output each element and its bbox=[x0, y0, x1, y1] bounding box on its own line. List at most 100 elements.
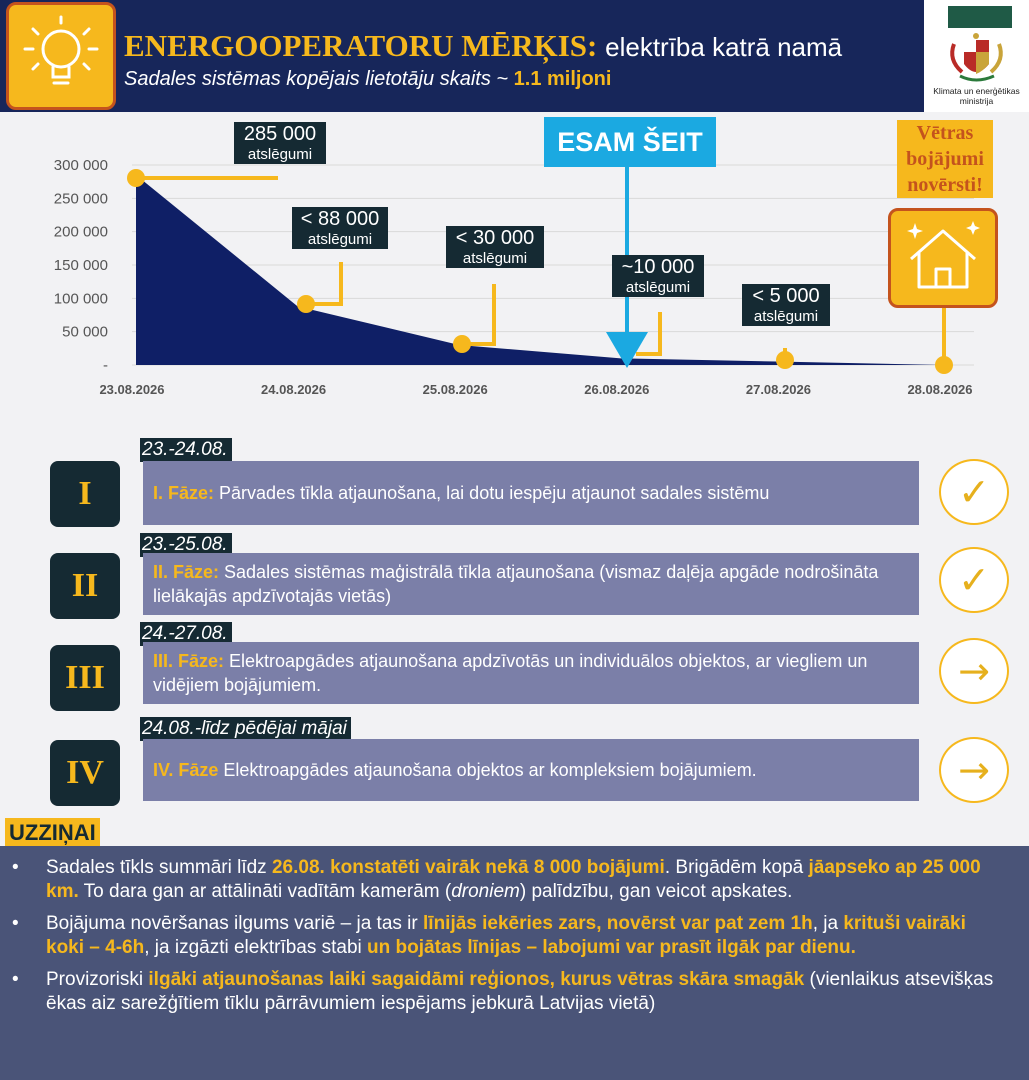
phase-1-text: Pārvades tīkla atjaunošana, lai dotu ies… bbox=[219, 483, 770, 503]
info-item-1: Sadales tīkls summāri līdz 26.08. konsta… bbox=[12, 856, 1005, 904]
y-tick-label: 200 000 bbox=[54, 224, 108, 241]
phase-3-numeral: III bbox=[50, 645, 120, 711]
info-highlight: līnijās iekēries zars, novērst var pat z… bbox=[423, 913, 813, 934]
bulb-badge bbox=[6, 2, 116, 110]
x-tick-label: 24.08.2026 bbox=[261, 382, 326, 397]
title-sub: elektrība katrā namā bbox=[605, 32, 843, 62]
phase-2-numeral: II bbox=[50, 553, 120, 619]
x-tick-label: 26.08.2026 bbox=[584, 382, 649, 397]
phase-3-text: Elektroapgādes atjaunošana apdzīvotās un… bbox=[153, 651, 868, 695]
info-text: (vienlaikus atsevišķas ēkas aiz sarežģīt… bbox=[46, 969, 994, 1014]
phase-2-text: Sadales sistēmas maģistrālā tīkla atjaun… bbox=[153, 562, 879, 606]
annotation-unit: atslēgumi bbox=[462, 250, 528, 267]
phase-4-text: Elektroapgādes atjaunošana objektos ar k… bbox=[223, 760, 757, 780]
y-tick-label: 300 000 bbox=[54, 157, 108, 174]
data-point bbox=[297, 295, 315, 313]
storm-repaired-line: novērsti! bbox=[907, 174, 983, 196]
info-text: , ja bbox=[812, 913, 844, 934]
phase-1-date: 23.-24.08. bbox=[140, 438, 232, 462]
info-text: , ja izgāzti elektrības stabi bbox=[144, 937, 368, 958]
info-italic: droniem bbox=[451, 881, 520, 902]
x-tick-label: 27.08.2026 bbox=[746, 382, 811, 397]
phase-4-label: IV. Fāze bbox=[153, 760, 219, 780]
annotation-unit: atslēgumi bbox=[625, 279, 691, 296]
phase-3-bar: III. Fāze: Elektroapgādes atjaunošana ap… bbox=[143, 642, 919, 704]
checkmark-icon: ✓ bbox=[939, 547, 1009, 613]
phase-1-bar: I. Fāze: Pārvades tīkla atjaunošana, lai… bbox=[143, 461, 919, 525]
annotation-value: < 88 000 bbox=[300, 208, 380, 230]
info-text: Bojājuma novēršanas ilgums variē – ja ta… bbox=[46, 913, 424, 934]
phase-1-numeral: I bbox=[50, 461, 120, 527]
phase-4-date: 24.08.-līdz pēdējai mājai bbox=[140, 717, 351, 741]
data-points bbox=[127, 169, 953, 374]
ministry-name: Klimata un enerģētikas ministrija bbox=[933, 86, 1020, 106]
ministry-flag-bar bbox=[948, 6, 1012, 28]
arrow-right-icon: → bbox=[939, 737, 1009, 803]
phase-4-bar: IV. Fāze Elektroapgādes atjaunošana obje… bbox=[143, 739, 919, 801]
phase-1-label: I. Fāze: bbox=[153, 483, 215, 503]
annotation-unit: atslēgumi bbox=[247, 146, 313, 163]
data-point bbox=[776, 351, 794, 369]
annotation-label-0: 285 000 atslēgumi bbox=[234, 122, 326, 164]
house-badge bbox=[888, 208, 998, 308]
annotation-label-1: < 88 000 atslēgumi bbox=[292, 207, 388, 249]
info-heading: UZZIŅAI bbox=[5, 818, 100, 848]
y-tick-label: 250 000 bbox=[54, 190, 108, 207]
annotation-leaders bbox=[136, 176, 946, 365]
phase-2-bar: II. Fāze: Sadales sistēmas maģistrālā tī… bbox=[143, 553, 919, 615]
info-text: Provizoriski bbox=[46, 969, 149, 990]
y-tick-label: 50 000 bbox=[62, 324, 108, 341]
annotation-label-3: ~10 000 atslēgumi bbox=[612, 255, 704, 297]
annotation-unit: atslēgumi bbox=[753, 308, 819, 325]
annotation-label-2: < 30 000 atslēgumi bbox=[446, 226, 544, 268]
annotation-label-4: < 5 000 atslēgumi bbox=[742, 284, 830, 326]
phase-2-label: II. Fāze: bbox=[153, 562, 220, 582]
arrow-right-icon: → bbox=[939, 638, 1009, 704]
info-text: . Brigādēm kopā bbox=[664, 857, 809, 878]
phase-3-label: III. Fāze: bbox=[153, 651, 225, 671]
leader-line bbox=[636, 312, 662, 356]
info-highlight: 26.08. konstatēti vairāk nekā 8 000 bojā… bbox=[271, 857, 665, 878]
page-subtitle: Sadales sistēmas kopējais lietotāju skai… bbox=[124, 68, 611, 91]
storm-repaired-line: bojājumi bbox=[906, 148, 984, 170]
leader-line bbox=[462, 284, 496, 346]
lightbulb-icon bbox=[23, 15, 99, 85]
annotation-value: < 5 000 bbox=[752, 285, 820, 307]
page-title: ENERGOOPERATORU MĒRĶIS: elektrība katrā … bbox=[124, 28, 842, 64]
subtitle-text: Sadales sistēmas kopējais lietotāju skai… bbox=[124, 68, 509, 90]
ministry-logo: Klimata un enerģētikas ministrija bbox=[924, 0, 1029, 112]
info-list: Sadales tīkls summāri līdz 26.08. konsta… bbox=[12, 856, 1005, 1016]
leader-line bbox=[306, 262, 343, 306]
checkmark-icon: ✓ bbox=[939, 459, 1009, 525]
data-point bbox=[935, 356, 953, 374]
x-tick-label: 23.08.2026 bbox=[99, 382, 164, 397]
annotation-value: 285 000 bbox=[243, 123, 317, 145]
info-panel: Sadales tīkls summāri līdz 26.08. konsta… bbox=[0, 846, 1029, 1080]
info-text: ) palīdzību, gan veicot apskates. bbox=[519, 881, 793, 902]
x-axis-ticks: 23.08.2026 24.08.2026 25.08.2026 26.08.2026… bbox=[99, 382, 972, 397]
annotation-value: ~10 000 bbox=[621, 256, 695, 278]
info-highlight: krituši vairāki koki – 4-6h bbox=[46, 913, 966, 958]
x-tick-label: 25.08.2026 bbox=[423, 382, 488, 397]
outage-area bbox=[136, 175, 944, 365]
info-highlight: ilgāki atjaunošanas laiki sagaidāmi reģi… bbox=[148, 969, 805, 990]
data-point bbox=[453, 335, 471, 353]
house-sparkle-icon bbox=[907, 221, 980, 289]
info-text: To dara gan ar attālināti vadītām kamerā… bbox=[78, 881, 452, 902]
y-tick-label: - bbox=[103, 357, 108, 374]
info-highlight: un bojātas līnijas – labojumi var prasīt… bbox=[367, 937, 856, 958]
info-item-3: Provizoriski ilgāki atjaunošanas laiki s… bbox=[12, 968, 1005, 1016]
title-main: ENERGOOPERATORU MĒRĶIS: bbox=[124, 28, 598, 63]
current-position-marker: ESAM ŠEIT bbox=[544, 117, 716, 167]
storm-repaired-label: Vētras bojājumi novērsti! bbox=[897, 120, 993, 198]
latvia-coat-of-arms-icon bbox=[950, 33, 1003, 82]
x-tick-label: 28.08.2026 bbox=[907, 382, 972, 397]
info-highlight: jāapseko ap 25 000 km. bbox=[46, 857, 981, 902]
esam-pointer bbox=[606, 167, 648, 368]
data-point bbox=[127, 169, 145, 187]
y-tick-label: 100 000 bbox=[54, 290, 108, 307]
storm-repaired-line: Vētras bbox=[916, 122, 974, 144]
pointer-arrowhead bbox=[606, 332, 648, 368]
